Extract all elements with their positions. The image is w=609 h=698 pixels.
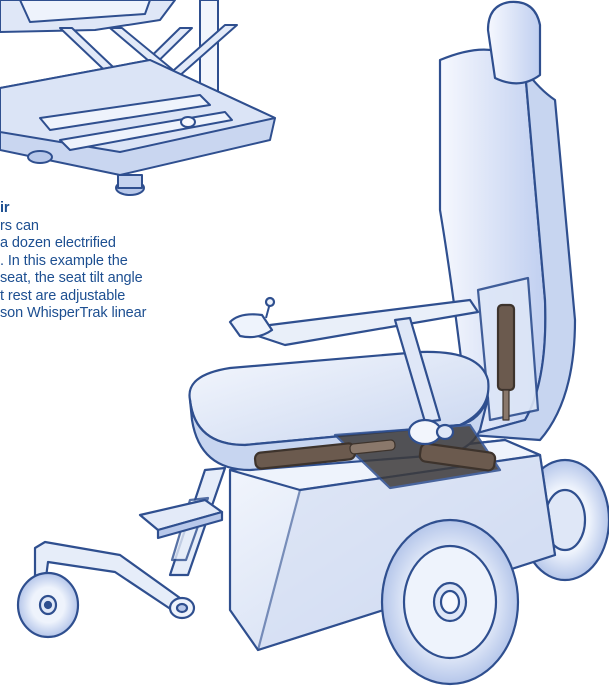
scissor-lift-base [0,0,275,195]
caption-title: ir [0,200,330,218]
front-caster-wheel [18,573,78,637]
caption-line-5: t rest are adjustable [0,288,330,306]
caption-line-4: seat, the seat tilt angle [0,270,330,288]
caption-line-1: rs can [0,218,330,236]
drive-wheel [382,520,518,684]
backrest-actuator [498,305,514,390]
lift-bolt [181,117,195,127]
illustration-caption: ir rs can a dozen electrified . In this … [0,200,330,323]
headrest [488,2,540,83]
caption-line-2: a dozen electrified [0,235,330,253]
caption-line-6: son WhisperTrak linear [0,305,330,323]
caption-line-3: . In this example the [0,253,330,271]
lift-foot-left [28,151,52,163]
